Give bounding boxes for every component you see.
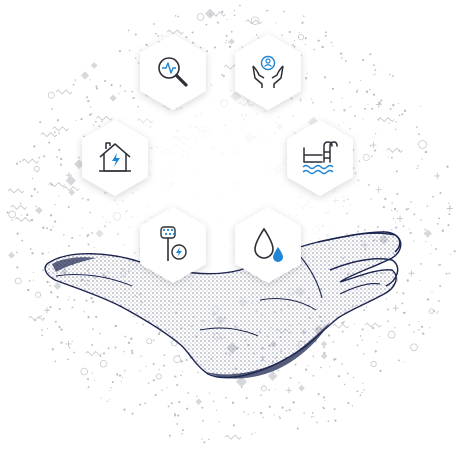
- hexagon-badge: [140, 34, 206, 110]
- house-lightning-icon: [99, 142, 131, 172]
- hands-holding-person-icon: [252, 55, 284, 88]
- water-drops-icon: [254, 227, 283, 262]
- hexagon-badge: [235, 34, 301, 110]
- swimming-pool-icon: [302, 141, 338, 175]
- magnifier-pulse-icon: [158, 57, 188, 87]
- hexagon-badge: [140, 207, 206, 283]
- hexagon-badge: [235, 207, 301, 283]
- hexagon-badge: [82, 120, 148, 196]
- open-hand-illustration: [44, 231, 402, 379]
- hexagon-badge: [287, 120, 353, 196]
- shower-lightning-icon: [160, 226, 187, 261]
